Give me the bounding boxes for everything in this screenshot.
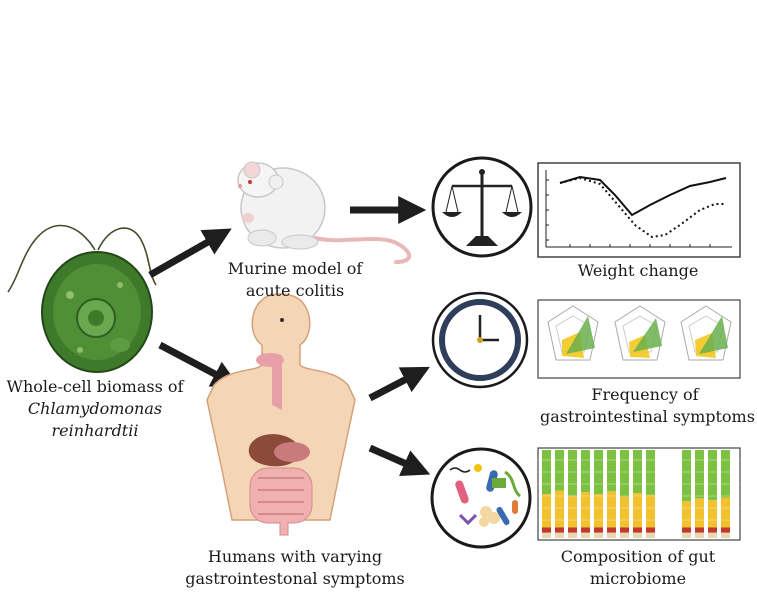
microbiome-bar-segment: [620, 532, 629, 538]
microbiome-bar-segment: [581, 532, 590, 538]
microbiome-bar-segment: [581, 450, 590, 493]
microbiome-bar-segment: [542, 532, 551, 538]
microbiome-bar-segment: [646, 494, 655, 528]
microbiome-bar-segment: [568, 527, 577, 533]
weight-label-text: Weight change: [577, 261, 699, 280]
weight-label: Weight change: [548, 260, 728, 282]
microbiome-bar-segment: [607, 532, 616, 538]
algae-label-line2: Chlamydomonas: [27, 399, 163, 418]
microbiome-bar-segment: [721, 450, 730, 498]
frequency-label-line2: gastrointestinal symptoms: [540, 407, 755, 426]
microbiome-bar-segment: [682, 532, 691, 538]
microbiome-bar-segment: [633, 450, 642, 494]
microbiome-bar-segment: [620, 527, 629, 533]
clock-icon: [431, 291, 529, 389]
chlamydomonas-cell-icon: [7, 224, 157, 373]
arrow-to-human: [158, 341, 240, 388]
algae-label-line1: Whole-cell biomass of: [6, 377, 184, 396]
microbiome-label-line1: Composition of gut: [560, 547, 716, 566]
microbiome-bar-segment: [721, 497, 730, 528]
microbiome-bar-segment: [568, 450, 577, 496]
microbiome-bar-segment: [555, 450, 564, 491]
microbiome-bar-segment: [708, 532, 717, 538]
microbiome-bar-segment: [607, 527, 616, 533]
microbiome-bar-segment: [555, 490, 564, 528]
microbiome-bar-segment: [708, 450, 717, 501]
microbiome-bar-segment: [633, 532, 642, 538]
microbiome-bar-segment: [620, 496, 629, 528]
arrow-to-microbiome: [368, 444, 431, 477]
algae-label-line3: reinhardtii: [51, 421, 139, 440]
radar-chart-thumbnail: [537, 299, 741, 379]
microbiome-bar-segment: [633, 493, 642, 528]
bacteria-icon: [430, 447, 532, 549]
microbiome-bar-segment: [607, 491, 616, 528]
microbiome-bar-segment: [620, 450, 629, 497]
microbiome-bar-segment: [721, 527, 730, 533]
microbiome-bar-segment: [542, 494, 551, 528]
microbiome-bar-segment: [607, 450, 616, 492]
microbiome-bar-segment: [708, 527, 717, 533]
microbiome-bar-segment: [594, 527, 603, 533]
microbiome-bar-segment: [695, 532, 704, 538]
microbiome-bar-segment: [555, 527, 564, 533]
microbiome-bar-segment: [646, 532, 655, 538]
microbiome-bar-segment: [594, 494, 603, 528]
human-label-line1: Humans with varying: [207, 547, 383, 566]
microbiome-bar-segment: [594, 532, 603, 538]
microbiome-bar-segment: [581, 527, 590, 533]
microbiome-label: Composition of gut microbiome: [548, 546, 728, 590]
microbiome-bar-segment: [708, 500, 717, 528]
mouse-icon: [237, 161, 412, 264]
human-label: Humans with varying gastrointestonal sym…: [180, 546, 410, 590]
human-torso-digestive-icon: [206, 293, 356, 536]
microbiome-bar-segment: [721, 532, 730, 538]
microbiome-bar-segment: [633, 527, 642, 533]
microbiome-bar-segment: [555, 532, 564, 538]
weight-chart-thumbnail: [537, 162, 741, 258]
microbiome-bar-segment: [646, 527, 655, 533]
mouse-label-line2: acute colitis: [245, 281, 345, 300]
frequency-label-line1: Frequency of: [591, 385, 699, 404]
microbiome-bar-thumbnail: [537, 447, 741, 541]
microbiome-bar-segment: [682, 450, 691, 502]
arrow-to-mouse: [148, 228, 232, 279]
mouse-label-line1: Murine model of: [227, 259, 363, 278]
microbiome-bar-segment: [695, 498, 704, 528]
microbiome-bar-segment: [646, 450, 655, 495]
microbiome-label-line2: microbiome: [589, 569, 687, 588]
microbiome-bar-segment: [682, 501, 691, 528]
algae-label: Whole-cell biomass of Chlamydomonas rein…: [0, 376, 190, 442]
microbiome-bar-segment: [682, 527, 691, 533]
frequency-label: Frequency of gastrointestinal symptoms: [540, 384, 755, 428]
mouse-label: Murine model of acute colitis: [220, 258, 370, 302]
microbiome-bar-segment: [695, 450, 704, 499]
human-label-line2: gastrointestonal symptoms: [185, 569, 405, 588]
microbiome-bar-segment: [568, 532, 577, 538]
balance-scale-icon: [431, 156, 533, 258]
microbiome-bar-segment: [542, 527, 551, 533]
microbiome-bar-segment: [581, 492, 590, 528]
microbiome-bar-segment: [568, 495, 577, 528]
arrow-to-frequency: [368, 366, 430, 402]
microbiome-bar-segment: [695, 527, 704, 533]
